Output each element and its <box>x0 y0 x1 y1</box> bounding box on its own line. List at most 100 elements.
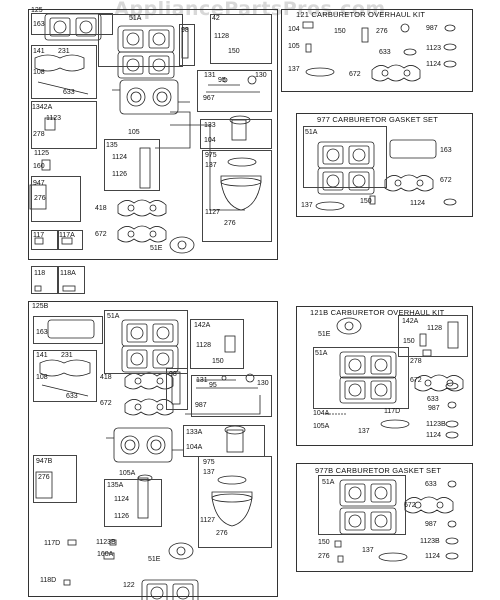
kit977b-label-1124: 1124 <box>425 553 441 560</box>
kit977b-label-137: 137 <box>362 547 374 554</box>
part-label-b163: 163 <box>36 329 48 336</box>
kit121b-label-142a: 142A <box>402 318 419 325</box>
part-label-117a: 117A <box>59 232 75 239</box>
kit977-label-1124: 1124 <box>410 200 426 207</box>
callout-box-118a <box>57 266 85 294</box>
part-label-b122: 122 <box>123 582 135 589</box>
callout-box-131 <box>197 70 272 112</box>
callout-box-121b-142a <box>398 315 468 357</box>
part-label-131: 131 <box>204 72 216 79</box>
part-label-b95: 95 <box>209 382 217 389</box>
kit121-label-987: 987 <box>426 25 438 32</box>
kit977b-label-276: 276 <box>318 553 330 560</box>
part-label-98: 98 <box>181 27 189 34</box>
callout-box-163 <box>31 13 113 35</box>
part-label-51a: 51A <box>129 15 142 22</box>
part-label-b633: 633 <box>66 393 78 400</box>
part-label-163: 163 <box>33 21 45 28</box>
part-label-51e: 51E <box>150 245 163 252</box>
part-label-105: 105 <box>128 129 140 136</box>
part-label-b51a: 51A <box>107 313 120 320</box>
callout-box-42 <box>210 14 272 64</box>
assembly-125b-frame <box>28 301 278 597</box>
part-label-967: 967 <box>203 95 215 102</box>
part-label-1342a: 1342A <box>32 104 53 111</box>
part-label-b672: 672 <box>100 400 112 407</box>
callout-box-947 <box>31 176 81 222</box>
part-label-141: 141 <box>33 48 45 55</box>
part-label-1128: 1128 <box>214 33 230 40</box>
callout-box-b947b <box>33 455 77 503</box>
callout-box-117a <box>57 230 83 250</box>
kit977b-label-672: 672 <box>404 502 416 509</box>
kit121b-label-278: 278 <box>410 358 422 365</box>
kit-121b-frame <box>296 306 473 446</box>
kit121-label-633: 633 <box>379 49 391 56</box>
part-label-b150: 150 <box>212 358 224 365</box>
kit121-label-276: 276 <box>376 28 388 35</box>
kit121-label-137: 137 <box>288 66 300 73</box>
kit977b-label-150: 150 <box>318 539 330 546</box>
part-label-b130: 130 <box>257 380 269 387</box>
kit121b-label-105a: 105A <box>313 423 330 430</box>
part-label-276: 276 <box>34 195 46 202</box>
callout-box-b142a <box>190 319 244 369</box>
kit977b-label-51a: 51A <box>322 479 335 486</box>
part-label-95: 95 <box>218 77 226 84</box>
kit977-label-150: 150 <box>360 198 372 205</box>
part-label-b117d: 117D <box>44 540 61 547</box>
part-label-278: 278 <box>33 131 45 138</box>
callout-box-121b-51a <box>313 347 409 409</box>
kit977-label-163: 163 <box>440 147 452 154</box>
part-label-133: 133 <box>204 122 216 129</box>
part-label-b276: 276 <box>38 474 50 481</box>
kit121b-label-150: 150 <box>403 338 415 345</box>
part-label-947: 947 <box>33 180 45 187</box>
part-label-b141: 141 <box>36 352 48 359</box>
callout-box-b98 <box>166 368 188 410</box>
callout-box-975 <box>202 150 272 242</box>
part-label-42: 42 <box>212 15 220 22</box>
callout-box-977-51a <box>303 126 387 188</box>
part-label-160: 160 <box>33 163 45 170</box>
kit-977b-title: 977B CARBURETOR GASKET SET <box>315 466 442 475</box>
kit121-label-1123: 1123 <box>426 45 442 52</box>
part-label-135: 135 <box>106 142 118 149</box>
callout-box-977b-51a <box>318 475 406 535</box>
kit977b-label-1123b: 1123B <box>420 538 440 545</box>
part-label-633: 633 <box>63 89 75 96</box>
part-label-b975: 975 <box>203 459 215 466</box>
callout-box-135 <box>104 139 160 191</box>
callout-box-1342a <box>31 101 97 149</box>
kit121b-label-117d: 117D <box>384 408 401 415</box>
part-label-b131: 131 <box>196 377 208 384</box>
part-label-150: 150 <box>228 48 240 55</box>
callout-box-b135a <box>104 479 162 527</box>
part-label-b1123b: 1123B <box>96 539 116 546</box>
kit121b-label-672: 672 <box>410 377 422 384</box>
assembly-125-frame <box>28 9 278 260</box>
kit121b-label-633: 633 <box>427 396 439 403</box>
part-label-231: 231 <box>58 48 70 55</box>
callout-box-133 <box>200 119 272 149</box>
part-label-672: 672 <box>95 231 107 238</box>
part-label-117: 117 <box>33 232 45 239</box>
part-label-b947b: 947B <box>36 458 53 465</box>
part-label-b231: 231 <box>61 352 73 359</box>
part-label-b1126: 1126 <box>114 513 130 520</box>
callout-box-118 <box>31 266 59 294</box>
part-label-1127: 1127 <box>205 209 221 216</box>
kit121b-label-51a: 51A <box>315 350 328 357</box>
callout-box-117 <box>31 230 59 250</box>
part-label-1126: 1126 <box>112 171 128 178</box>
kit121-label-105: 105 <box>288 43 300 50</box>
part-label-b104a: 104A <box>186 444 203 451</box>
kit121b-label-137: 137 <box>358 428 370 435</box>
kit977b-label-987: 987 <box>425 521 437 528</box>
kit977-label-51a: 51A <box>305 129 318 136</box>
kit121b-label-104a: 104A <box>313 410 330 417</box>
kit977b-label-633: 633 <box>425 481 437 488</box>
part-label-b51e: 51E <box>148 556 161 563</box>
kit-121-title: 121 CARBURETOR OVERHAUL KIT <box>296 10 426 19</box>
callout-box-b975 <box>198 456 272 548</box>
